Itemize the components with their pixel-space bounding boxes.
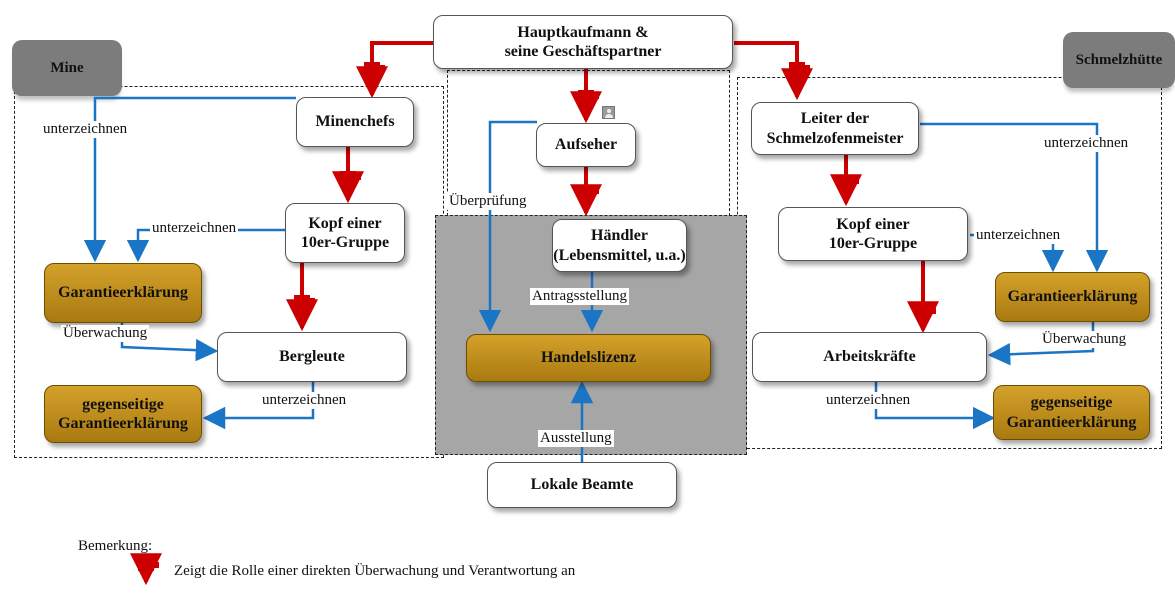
hauptkaufmann-box: Hauptkaufmann & seine Geschäftspartner [433, 15, 733, 69]
leiter-box: Leiter der Schmelzofenmeister [751, 102, 919, 155]
label-ueberwachung-left: Überwachung [61, 325, 150, 342]
blue-garantie-arbeitskraefte [987, 320, 1095, 366]
garantie-left-box: Garantieerklärung [44, 263, 202, 323]
blue-leiter-garantie [920, 122, 1109, 273]
minenchefs-box: Minenchefs [296, 97, 414, 147]
legend-title: Bemerkung: [78, 538, 153, 554]
mine-tab: Mine [12, 40, 122, 96]
kopf-gruppe-left-box: Kopf einer 10er-Gruppe [285, 203, 405, 263]
label-unterzeichnen-3: unterzeichnen [260, 392, 349, 409]
label-unterzeichnen-4: unterzeichnen [1042, 135, 1131, 152]
haendler-box: Händler (Lebensmittel, u.a.) [552, 219, 687, 272]
gegenseitig-right-box: gegenseitige Garantieerklärung [993, 385, 1150, 440]
kopf-gruppe-right-box: Kopf einer 10er-Gruppe [778, 207, 968, 261]
label-ausstellung: Ausstellung [538, 430, 614, 447]
label-unterzeichnen-5: unterzeichnen [974, 227, 1063, 244]
schmelzhuette-tab: Schmelzhütte [1063, 32, 1175, 88]
label-antragsstellung: Antragsstellung [530, 288, 629, 305]
bergleute-box: Bergleute [217, 332, 407, 382]
label-ueberwachung-right: Überwachung [1040, 331, 1129, 348]
avatar-icon [602, 106, 615, 119]
garantie-right-box: Garantieerklärung [995, 272, 1150, 322]
label-unterzeichnen-6: unterzeichnen [824, 392, 913, 409]
red-arrow-haupt-minenchefs [356, 41, 433, 99]
blue-aufseher-handelslizenz [478, 120, 537, 333]
red-arrow-haupt-leiter [734, 41, 813, 101]
aufseher-region [447, 70, 730, 216]
label-ueberpruefung: Überprüfung [447, 193, 529, 210]
lokale-beamte-box: Lokale Beamte [487, 462, 677, 508]
handelslizenz-box: Handelslizenz [466, 334, 711, 382]
legend-text: Zeigt die Rolle einer direkten Überwachu… [174, 563, 576, 579]
blue-minenchefs-garantie [83, 96, 296, 263]
arbeitskraefte-box: Arbeitskräfte [752, 332, 987, 382]
gegenseitig-left-box: gegenseitige Garantieerklärung [44, 385, 202, 443]
label-unterzeichnen-1: unterzeichnen [41, 121, 130, 138]
aufseher-box: Aufseher [536, 123, 636, 167]
label-unterzeichnen-2: unterzeichnen [150, 220, 239, 237]
